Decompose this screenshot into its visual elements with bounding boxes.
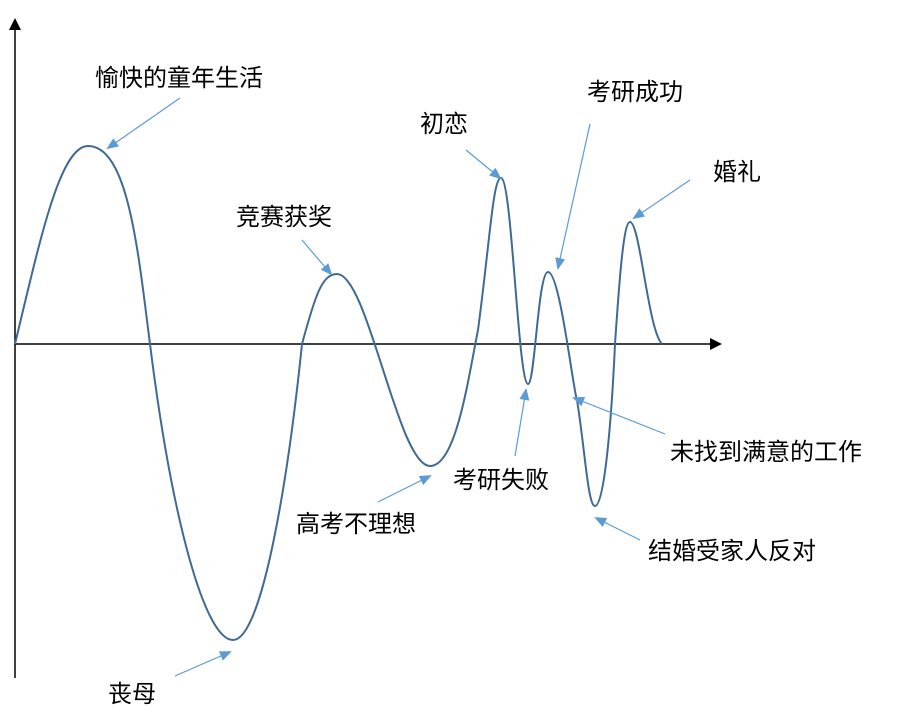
label-grad-exam-failed: 考研失败 — [453, 466, 549, 494]
arrow-first-love — [465, 149, 502, 180]
arrow-no-satisfying-job — [572, 397, 666, 435]
arrow-grad-exam-passed — [555, 123, 591, 270]
arrow-grad-exam-failed — [514, 388, 530, 457]
label-wedding: 婚礼 — [713, 158, 761, 186]
arrow-poor-gaokao — [377, 475, 432, 503]
label-competition-award: 竞赛获奖 — [236, 203, 332, 231]
life-curve — [14, 144, 663, 642]
arrow-marriage-opposed — [594, 517, 641, 541]
label-marriage-opposed: 结婚受家人反对 — [648, 537, 816, 565]
label-no-satisfying-job: 未找到满意的工作 — [670, 438, 862, 466]
arrow-happy-childhood — [106, 97, 181, 150]
label-poor-gaokao: 高考不理想 — [296, 510, 416, 538]
arrow-wedding — [632, 179, 691, 220]
label-first-love: 初恋 — [420, 110, 468, 138]
arrow-loss-of-mother — [174, 651, 232, 677]
label-happy-childhood: 愉快的童年生活 — [95, 64, 263, 92]
arrow-competition-award — [301, 239, 333, 276]
label-grad-exam-passed: 考研成功 — [587, 78, 683, 106]
label-loss-of-mother: 丧母 — [108, 680, 156, 708]
